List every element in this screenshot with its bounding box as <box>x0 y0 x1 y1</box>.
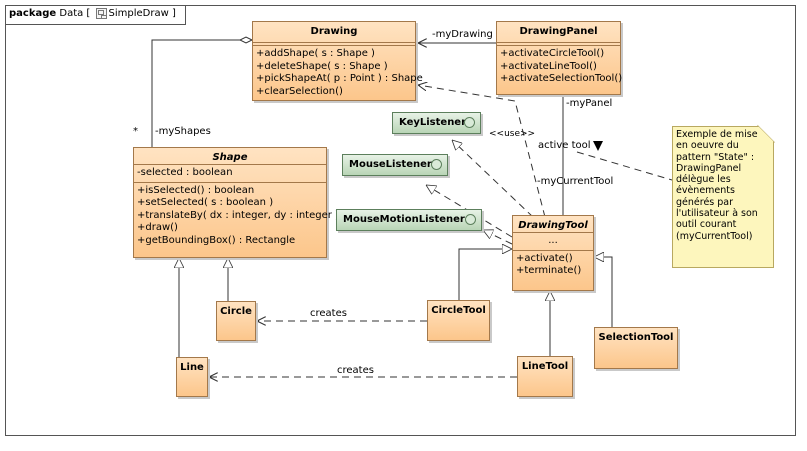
interface-name: KeyListener <box>399 117 467 128</box>
package-frame <box>5 5 796 436</box>
operation: +draw() <box>137 222 178 233</box>
operation: +activate() <box>516 252 573 264</box>
operation: +setSelected( s : boolean ) <box>137 197 274 208</box>
class-circle-tool[interactable]: CircleTool <box>427 300 490 341</box>
class-name: SelectionTool <box>598 332 674 343</box>
class-attributes: ... <box>513 232 593 250</box>
direction-triangle <box>593 141 603 151</box>
note-line: Exemple de mise <box>676 129 758 140</box>
class-shape[interactable]: Shape -selected : boolean +isSelected() … <box>133 147 339 258</box>
interface-lollipop-icon <box>465 214 476 225</box>
operation: +pickShapeAt( p : Point ) : Shape <box>256 73 423 84</box>
class-selection-tool[interactable]: SelectionTool <box>594 327 678 369</box>
operation: +activateSelectionTool() <box>500 73 623 84</box>
operation: +activateCircleTool() <box>500 48 605 59</box>
note-line: DrawingPanel <box>676 162 742 174</box>
note-state-pattern: Exemple de mise en oeuvre du pattern "St… <box>672 126 774 268</box>
class-drawing-panel[interactable]: DrawingPanel +activateCircleTool() +acti… <box>496 21 623 95</box>
class-operations: +activateCircleTool() +activateLineTool(… <box>497 45 623 88</box>
operation: +activateLineTool() <box>500 60 597 72</box>
note-line: en oeuvre du <box>676 140 739 152</box>
generalization-circletool <box>458 249 512 300</box>
realization-mousemotionlistener <box>483 230 513 245</box>
label-my-panel: -myPanel <box>566 98 613 109</box>
class-operations: +activate() +terminate() <box>513 249 593 280</box>
attribute: ... <box>548 235 558 246</box>
class-line-tool[interactable]: LineTool <box>517 356 573 397</box>
diagram-name: SimpleDraw <box>108 8 169 19</box>
generalization-selectiontool <box>594 257 613 327</box>
note-line: évènements <box>676 185 735 197</box>
class-attributes <box>497 42 620 45</box>
label-creates-line: creates <box>337 365 374 376</box>
class-name: DrawingPanel <box>519 26 598 37</box>
label-my-current-tool: -myCurrentTool <box>537 176 614 187</box>
class-name: Circle <box>220 306 252 317</box>
note-line: pattern "State" : <box>676 151 755 163</box>
interface-mouse-listener[interactable]: MouseListener <box>342 154 448 176</box>
operation: +clearSelection() <box>256 85 343 97</box>
interface-mouse-motion-listener[interactable]: MouseMotionListener <box>336 209 482 231</box>
package-tab: package Data [ SimpleDraw ] <box>5 5 186 25</box>
aggregation-diamond <box>238 36 254 44</box>
label-active-tool: active tool <box>538 140 591 151</box>
interface-name: MouseMotionListener <box>343 214 465 225</box>
class-name: Drawing <box>310 26 358 37</box>
note-line: l'utilisateur à son <box>676 208 758 220</box>
class-diagram-icon <box>95 7 107 19</box>
class-attributes: -selected : boolean <box>134 164 326 182</box>
interface-name: MouseListener <box>349 159 432 170</box>
label-my-drawing: -myDrawing <box>432 29 493 40</box>
attribute: -selected : boolean <box>137 167 233 178</box>
operation: +deleteShape( s : Shape ) <box>256 60 388 72</box>
class-drawing-tool[interactable]: DrawingTool ... +activate() +terminate() <box>512 215 594 291</box>
operation: +addShape( s : Shape ) <box>256 48 375 59</box>
package-keyword: package <box>9 8 57 19</box>
note-line: délègue les <box>676 174 731 186</box>
label-my-shapes: -myShapes <box>155 126 211 137</box>
class-operations: +addShape( s : Shape ) +deleteShape( s :… <box>253 45 423 100</box>
dependency-tool-drawing <box>418 85 546 218</box>
class-operations: +isSelected() : boolean +setSelected( s … <box>134 181 339 250</box>
label-use: <<use>> <box>489 129 536 139</box>
class-name: CircleTool <box>431 305 486 316</box>
realization-keylistener <box>452 140 534 218</box>
label-multiplicity-star: * <box>133 126 138 137</box>
package-close-bracket: ] <box>171 8 176 19</box>
note-line: (myCurrentTool) <box>676 230 753 242</box>
operation: +getBoundingBox() : Rectangle <box>137 234 296 246</box>
operation: +isSelected() : boolean <box>137 184 255 196</box>
label-creates-circle: creates <box>310 308 347 319</box>
operation: +translateBy( dx : integer, dy : integer… <box>137 209 339 221</box>
class-name: Line <box>180 362 204 373</box>
interface-lollipop-icon <box>464 117 475 128</box>
note-line: générés par <box>676 196 734 208</box>
aggregation-drawing-shape <box>151 39 252 147</box>
note-anchor <box>576 151 673 181</box>
class-name: DrawingTool <box>518 220 588 231</box>
class-attributes <box>253 42 415 45</box>
interface-lollipop-icon <box>431 159 442 170</box>
class-line[interactable]: Line <box>176 357 208 397</box>
class-name: Shape <box>212 152 248 163</box>
note-line: outil courant <box>676 219 737 231</box>
package-name: Data [ <box>59 8 91 19</box>
class-name: LineTool <box>521 361 569 372</box>
class-circle[interactable]: Circle <box>216 301 256 341</box>
interface-key-listener[interactable]: KeyListener <box>392 112 481 134</box>
operation: +terminate() <box>516 265 582 276</box>
class-drawing[interactable]: Drawing +addShape( s : Shape ) +deleteSh… <box>252 21 423 101</box>
